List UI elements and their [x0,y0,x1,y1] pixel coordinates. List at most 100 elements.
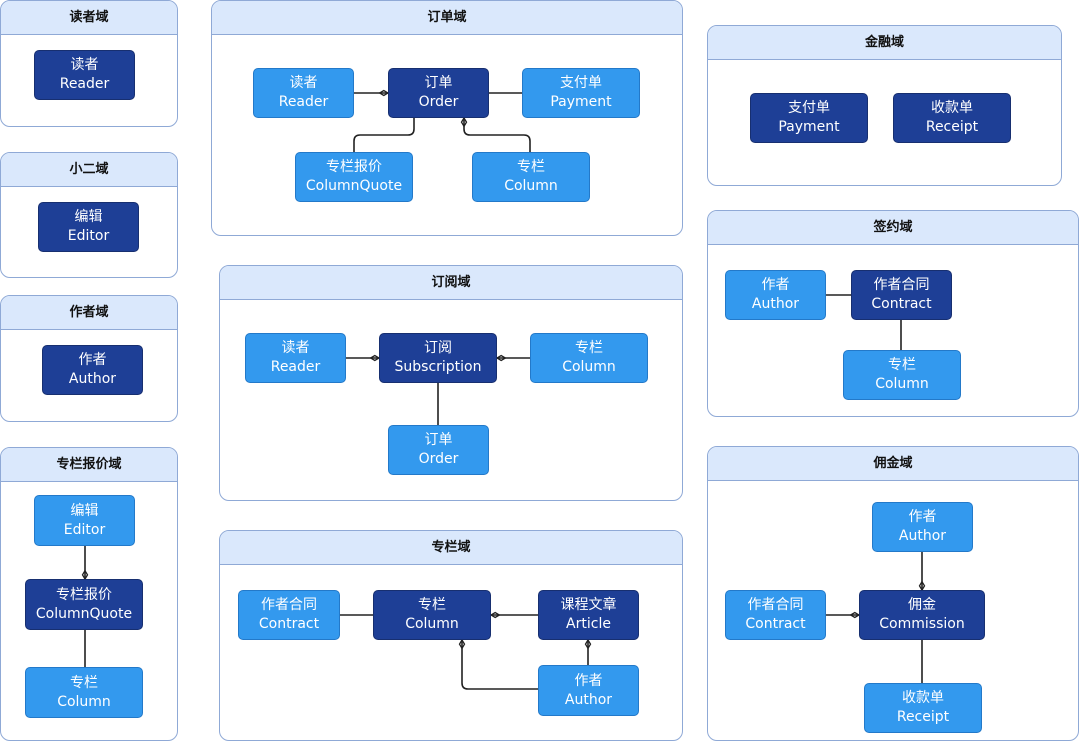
entity-cn-label: 编辑 [70,502,99,519]
entity-en-label: Order [418,451,459,467]
entity-en-label: Receipt [896,709,950,725]
entity-cn-label: 作者 [761,277,790,293]
domain-title: 订单域 [212,1,682,35]
entity-column-quote: 专栏报价 ColumnQuote [295,152,413,202]
entity-column: 专栏 Column [25,667,143,718]
entity-cn-label: 读者 [70,57,99,73]
domain-title: 金融域 [708,26,1061,60]
edge-order-to-quote [353,118,415,152]
entity-cn-label: 专栏报价 [56,586,112,603]
entity-payment: 支付单 Payment [750,93,868,143]
entity-editor: 编辑 Editor [38,202,139,252]
entity-cn-label: 读者 [281,340,310,356]
domain-title: 专栏报价域 [1,448,177,482]
entity-reader: 读者 Reader [245,333,346,383]
domain-title: 读者域 [1,1,177,35]
entity-cn-label: 读者 [289,75,318,91]
finance-domain: 金融域 [707,25,1062,186]
entity-en-label: Editor [67,228,110,244]
entity-author: 作者 Author [872,502,973,552]
entity-column: 专栏 Column [373,590,491,640]
entity-cn-label: 订单 [424,432,453,448]
entity-contract: 作者合同 Contract [238,590,340,640]
entity-en-label: Author [564,691,613,708]
entity-cn-label: 支付单 [560,75,602,91]
entity-article: 课程文章 Article [538,590,639,640]
entity-en-label: Reader [59,76,110,92]
entity-author: 作者 Author [725,270,826,320]
order-domain: 订单域 [211,0,683,236]
entity-cn-label: 作者合同 [261,597,317,613]
entity-en-label: Order [418,94,459,110]
entity-en-label: Editor [63,521,106,538]
entity-contract: 作者合同 Contract [725,590,826,640]
entity-en-label: Payment [778,119,840,135]
entity-cn-label: 作者 [574,672,603,689]
entity-en-label: Article [566,616,611,632]
domain-title: 佣金域 [708,447,1078,481]
entity-en-label: Payment [550,94,612,110]
entity-en-label: ColumnQuote [35,605,133,622]
entity-en-label: Column [57,693,111,710]
entity-en-label: Reader [278,94,329,110]
entity-cn-label: 编辑 [74,209,103,225]
entity-cn-label: 佣金 [908,597,936,613]
entity-en-label: Contract [871,296,932,312]
entity-payment: 支付单 Payment [522,68,640,118]
entity-column: 专栏 Column [530,333,648,383]
entity-en-label: Column [875,376,929,392]
entity-cn-label: 收款单 [902,690,944,706]
entity-en-label: Column [405,616,459,632]
entity-cn-label: 专栏 [70,674,98,691]
entity-cn-label: 收款单 [931,100,973,116]
entity-column-quote: 专栏报价 ColumnQuote [25,579,143,630]
entity-reader: 读者 Reader [34,50,135,100]
reader-domain: 读者域 [0,0,178,127]
entity-cn-label: 作者 [78,352,107,368]
entity-en-label: Column [562,359,616,375]
entity-cn-label: 课程文章 [560,597,617,613]
staff-domain: 小二域 [0,152,178,278]
entity-cn-label: 专栏 [517,159,545,175]
entity-en-label: Receipt [925,119,979,135]
entity-cn-label: 作者 [908,509,937,525]
entity-subscription: 订阅 Subscription [379,333,497,383]
entity-column: 专栏 Column [843,350,961,400]
entity-en-label: Contract [258,616,320,632]
entity-order: 订单 Order [388,68,489,118]
entity-en-label: Author [898,528,947,544]
entity-cn-label: 订单 [424,75,453,91]
edge-column-to-order [464,118,531,152]
entity-en-label: Reader [270,359,321,375]
entity-en-label: Subscription [394,359,482,375]
domain-title: 作者域 [1,296,177,330]
entity-en-label: Author [751,296,800,312]
domain-title: 签约域 [708,211,1078,245]
entity-cn-label: 作者合同 [873,277,930,293]
entity-cn-label: 支付单 [788,100,830,116]
entity-cn-label: 专栏报价 [326,159,382,175]
entity-order: 订单 Order [388,425,489,475]
entity-contract: 作者合同 Contract [851,270,952,320]
edge-author-to-column [462,640,538,690]
entity-receipt: 收款单 Receipt [864,683,982,733]
entity-en-label: Column [504,178,558,194]
domain-title: 专栏域 [220,531,682,565]
entity-en-label: Commission [879,616,965,632]
entity-editor: 编辑 Editor [34,495,135,546]
entity-commission: 佣金 Commission [859,590,985,640]
entity-en-label: Author [68,371,117,387]
domain-title: 订阅域 [220,266,682,300]
entity-cn-label: 订阅 [424,340,452,356]
domain-title: 小二域 [1,153,177,187]
entity-cn-label: 专栏 [418,597,446,613]
entity-column: 专栏 Column [472,152,590,202]
entity-en-label: Contract [745,616,806,632]
entity-author: 作者 Author [538,665,639,716]
entity-author: 作者 Author [42,345,143,395]
entity-receipt: 收款单 Receipt [893,93,1011,143]
entity-cn-label: 作者合同 [747,597,804,613]
entity-cn-label: 专栏 [575,340,603,356]
entity-en-label: ColumnQuote [305,178,403,194]
